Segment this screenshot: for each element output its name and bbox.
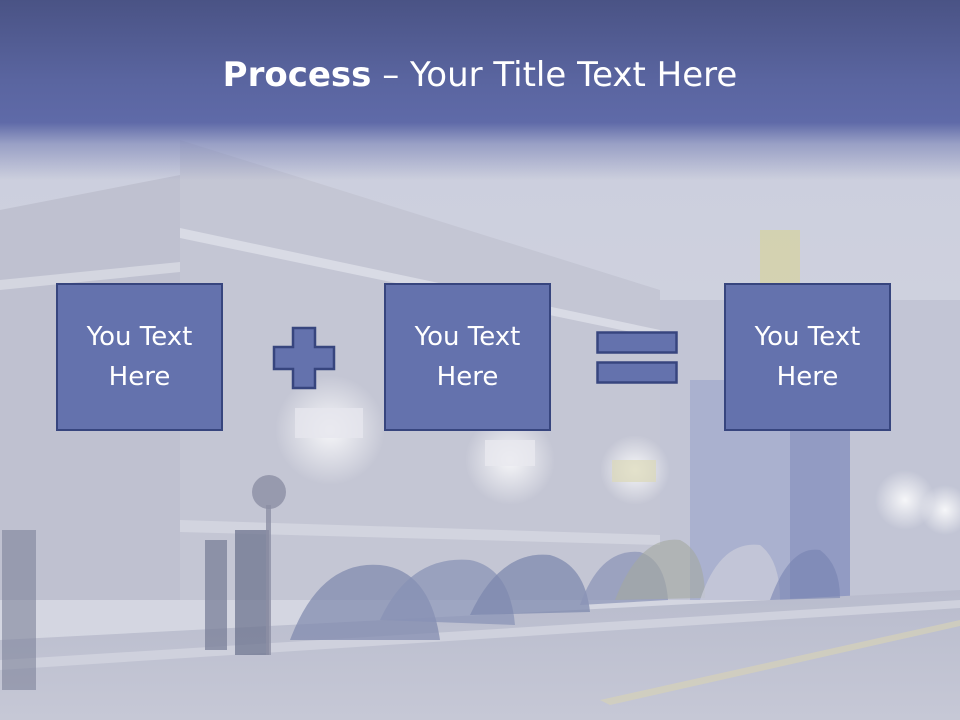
process-box-2-line-2: Here <box>436 362 499 392</box>
title-text-part: Your Title Text Here <box>410 55 738 95</box>
process-box-1-text: You Text Here <box>87 317 193 397</box>
process-box-1-line-2: Here <box>108 362 171 392</box>
process-box-2[interactable]: You Text Here <box>384 283 551 431</box>
plus-icon <box>272 326 336 390</box>
process-box-3[interactable]: You Text Here <box>724 283 891 431</box>
title-band <box>0 0 960 180</box>
process-box-2-line-1: You Text <box>414 322 521 352</box>
process-box-3-line-2: Here <box>776 362 839 392</box>
equals-icon <box>596 331 678 384</box>
process-box-1[interactable]: You Text Here <box>56 283 223 431</box>
process-box-1-line-1: You Text <box>86 322 193 352</box>
process-box-2-text: You Text Here <box>415 317 521 397</box>
process-box-3-line-1: You Text <box>754 322 861 352</box>
slide-title: Process – Your Title Text Here <box>0 52 960 98</box>
process-box-3-text: You Text Here <box>755 317 861 397</box>
title-separator: – <box>371 55 411 95</box>
title-bold-part: Process <box>222 55 372 95</box>
